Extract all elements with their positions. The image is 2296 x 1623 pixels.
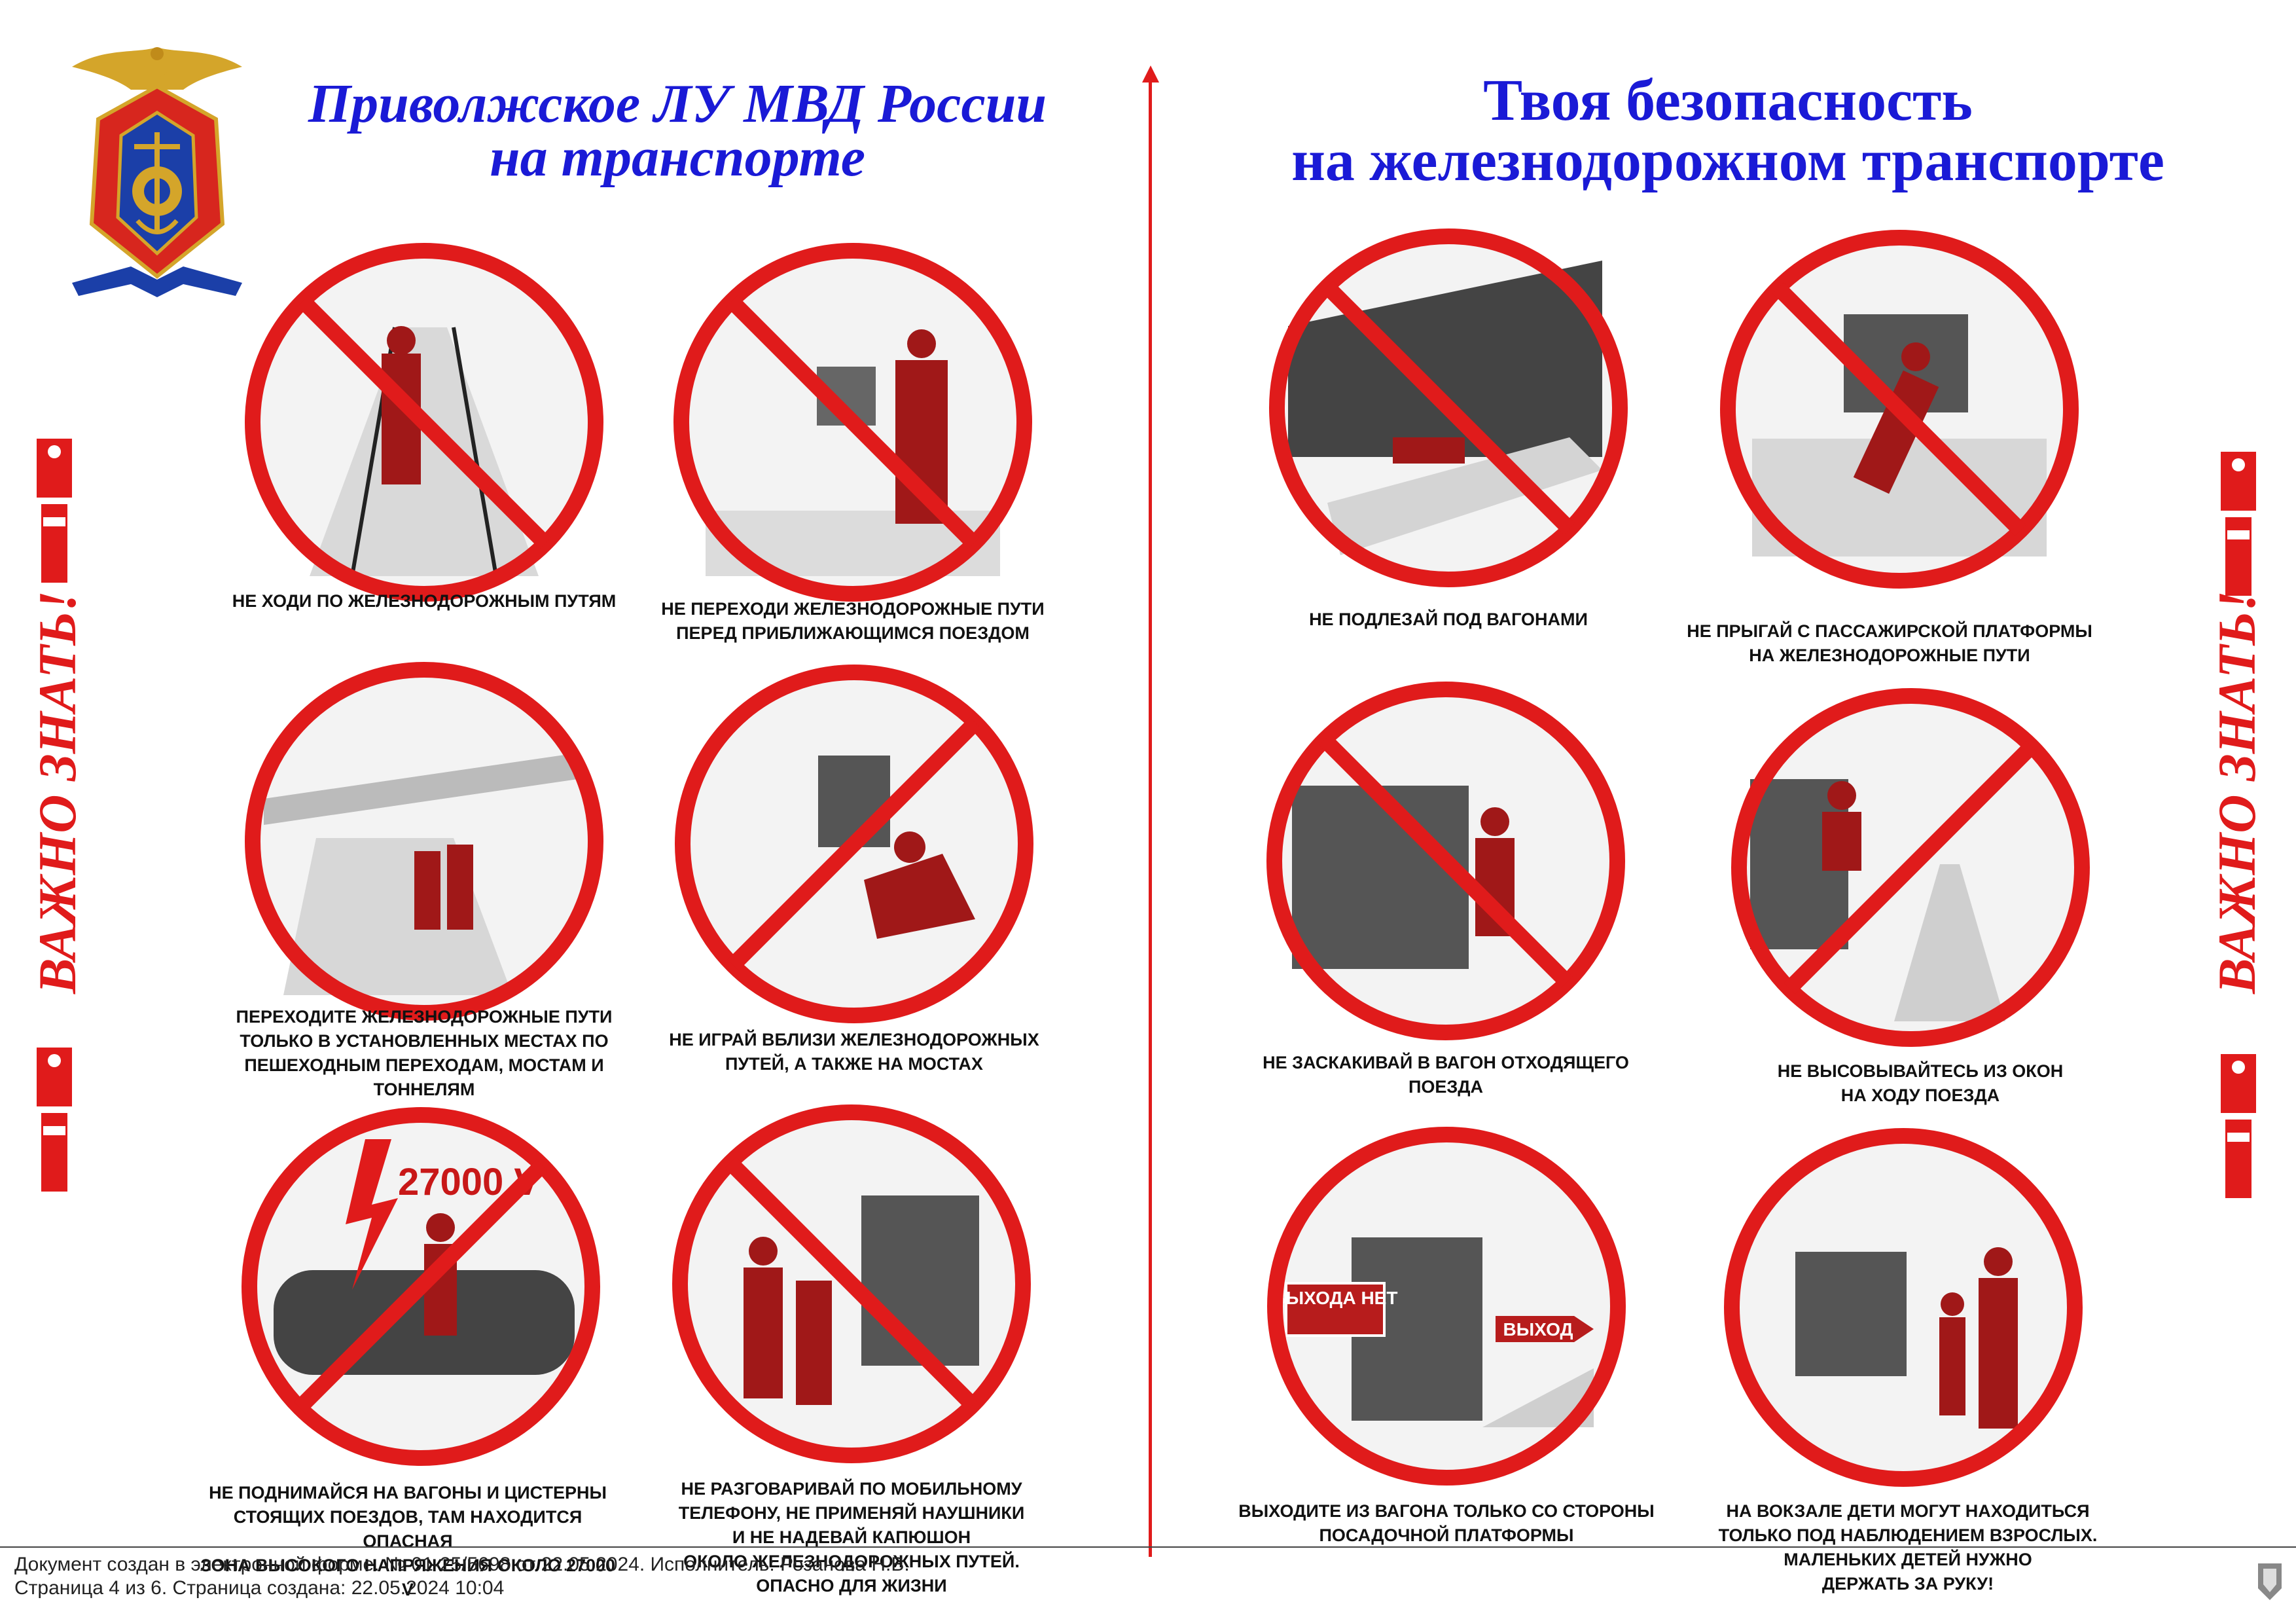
caption-line: ЗОНА ВЫСОКОГО НАПРЯЖЕНИЯ ОКОЛО 27000 V bbox=[200, 1556, 616, 1599]
organization-title-line2: на транспорте bbox=[489, 127, 865, 188]
children-playing-icon bbox=[864, 854, 975, 939]
sign-caption: НЕ ХОДИ ПО ЖЕЛЕЗНОДОРОЖНЫМ ПУТЯМ bbox=[215, 589, 634, 613]
eagle-emblem bbox=[72, 47, 242, 90]
caption-line: НА ВОКЗАЛЕ ДЕТИ МОГУТ НАХОДИТЬСЯ bbox=[1726, 1501, 2090, 1521]
sign-caption: НЕ ПОДНИМАЙСЯ НА ВАГОНЫ И ЦИСТЕРНЫ СТОЯЩ… bbox=[198, 1481, 617, 1602]
prohibition-sign-jump-into-departing-train bbox=[1266, 682, 1625, 1040]
prohibition-sign-climb-wagons: 27000 V bbox=[242, 1107, 600, 1466]
prohibition-sign-phone-headphones bbox=[672, 1104, 1031, 1463]
leaning-figure-icon bbox=[1822, 812, 1861, 871]
prohibition-sign-walk-on-tracks bbox=[245, 243, 603, 602]
sign-caption: ВЫХОДИТЕ ИЗ ВАГОНА ТОЛЬКО СО СТОРОНЫ ПОС… bbox=[1237, 1499, 1656, 1548]
sign-use-crossings bbox=[245, 662, 603, 1021]
pedestrian-figure-icon bbox=[414, 851, 440, 930]
caption-line: ПОСАДОЧНОЙ ПЛАТФОРМЫ bbox=[1319, 1525, 1574, 1545]
sign-caption: НЕ ПРЫГАЙ С ПАССАЖИРСКОЙ ПЛАТФОРМЫ НА ЖЕ… bbox=[1680, 619, 2099, 668]
anchor-icon bbox=[154, 132, 160, 230]
poster-title: Твоя безопасность на железнодорожном тра… bbox=[1172, 71, 2284, 191]
prohibition-sign-jump-from-platform bbox=[1720, 230, 2079, 589]
child-figure-icon bbox=[1939, 1317, 1965, 1415]
adult-figure-icon bbox=[1979, 1278, 2018, 1429]
sign-caption: НЕ ИГРАЙ ВБЛИЗИ ЖЕЛЕЗНОДОРОЖНЫХ ПУТЕЙ, А… bbox=[645, 1028, 1064, 1076]
caption-line: ДЕРЖАТЬ ЗА РУКУ! bbox=[1821, 1574, 1994, 1594]
sign-supervise-children bbox=[1724, 1128, 2083, 1487]
sign-caption: НЕ ПОДЛЕЗАЙ ПОД ВАГОНАМИ bbox=[1239, 608, 1658, 632]
footer-line1: Документ создан в электронной форме. № 0… bbox=[14, 1554, 910, 1575]
poster-title-line1: Твоя безопасность bbox=[1483, 68, 1973, 133]
caption-line: НЕ ИГРАЙ ВБЛИЗИ ЖЕЛЕЗНОДОРОЖНЫХ bbox=[669, 1030, 1039, 1049]
caption-line: НЕ ПЕРЕХОДИ ЖЕЛЕЗНОДОРОЖНЫЕ ПУТИ bbox=[661, 599, 1045, 619]
sign-caption: ПЕРЕХОДИТЕ ЖЕЛЕЗНОДОРОЖНЫЕ ПУТИ ТОЛЬКО В… bbox=[215, 1005, 634, 1102]
caption-line: ПЕРЕХОДИТЕ ЖЕЛЕЗНОДОРОЖНЫЕ ПУТИ bbox=[236, 1007, 613, 1027]
caption-line: ТОЛЬКО В УСТАНОВЛЕННЫХ МЕСТАХ ПО bbox=[240, 1031, 609, 1051]
caption-line: НЕ ПОДНИМАЙСЯ НА ВАГОНЫ И ЦИСТЕРНЫ bbox=[209, 1483, 607, 1503]
caption-line: НА ЖЕЛЕЗНОДОРОЖНЫЕ ПУТИ bbox=[1749, 646, 2030, 665]
train-icon bbox=[2221, 452, 2256, 596]
motto-ribbon bbox=[72, 266, 242, 297]
document-footer: Документ создан в электронной форме. № 0… bbox=[14, 1553, 910, 1600]
train-icon bbox=[37, 1048, 72, 1192]
jumping-figure-icon bbox=[1853, 370, 1939, 494]
caption-line: ОКОЛО ЖЕЛЕЗНОДОРОЖНЫХ ПУТЕЙ. bbox=[683, 1552, 1020, 1571]
caption-line: НА ХОДУ ПОЕЗДА bbox=[1840, 1085, 2000, 1105]
no-exit-label: ВЫХОДА НЕТ bbox=[1273, 1288, 1398, 1308]
caption-line: И НЕ НАДЕВАЙ КАПЮШОН bbox=[732, 1527, 971, 1547]
sign-caption: НЕ ЗАСКАКИВАЙ В ВАГОН ОТХОДЯЩЕГО ПОЕЗДА bbox=[1236, 1051, 1655, 1099]
caption-line: ВЫХОДИТЕ ИЗ ВАГОНА ТОЛЬКО СО СТОРОНЫ bbox=[1238, 1501, 1655, 1521]
caption-line: ПОЕЗДА bbox=[1408, 1077, 1484, 1097]
caption-line: ТОЛЬКО ПОД НАБЛЮДЕНИЕМ ВЗРОСЛЫХ. bbox=[1718, 1525, 2098, 1545]
train-icon bbox=[37, 439, 72, 583]
sign-caption: НА ВОКЗАЛЕ ДЕТИ МОГУТ НАХОДИТЬСЯ ТОЛЬКО … bbox=[1698, 1499, 2117, 1596]
caption-line: ТЕЛЕФОНУ, НЕ ПРИМЕНЯЙ НАУШНИКИ bbox=[678, 1503, 1025, 1523]
prohibition-sign-cross-before-train bbox=[673, 243, 1032, 602]
caption-line: НЕ ПОДЛЕЗАЙ ПОД ВАГОНАМИ bbox=[1309, 610, 1588, 629]
sign-caption: НЕ ВЫСОВЫВАЙТЕСЬ ИЗ ОКОН НА ХОДУ ПОЕЗДА bbox=[1711, 1059, 2130, 1108]
pedestrian-figure-icon bbox=[744, 1267, 783, 1398]
sign-caption: НЕ ПЕРЕХОДИ ЖЕЛЕЗНОДОРОЖНЫЕ ПУТИ ПЕРЕД П… bbox=[643, 597, 1062, 646]
caption-line: НЕ ХОДИ ПО ЖЕЛЕЗНОДОРОЖНЫМ ПУТЯМ bbox=[232, 591, 617, 611]
caption-line: НЕ ЗАСКАКИВАЙ В ВАГОН ОТХОДЯЩЕГО bbox=[1263, 1053, 1629, 1072]
crawling-figure-icon bbox=[1393, 437, 1465, 464]
caption-line: ПУТЕЙ, А ТАКЖЕ НА МОСТАХ bbox=[725, 1054, 983, 1074]
organization-title: Приволжское ЛУ МВД России на транспорте bbox=[223, 77, 1132, 185]
caption-line: ОПАСНО ДЛЯ ЖИЗНИ bbox=[756, 1576, 947, 1596]
prohibition-sign-play-near-tracks bbox=[675, 665, 1033, 1023]
footer-line2: Страница 4 из 6. Страница создана: 22.05… bbox=[14, 1577, 505, 1599]
footer-divider bbox=[0, 1546, 2296, 1548]
organization-title-line1: Приволжское ЛУ МВД России bbox=[308, 73, 1047, 134]
caption-line: ТОННЕЛЯМ bbox=[373, 1080, 475, 1099]
no-exit-sign bbox=[1285, 1282, 1386, 1337]
sign-exit-platform-side: ВЫХОДА НЕТ ВЫХОД bbox=[1267, 1127, 1626, 1486]
prohibition-sign-lean-out-window bbox=[1731, 688, 2090, 1047]
caption-line: НЕ ВЫСОВЫВАЙТЕСЬ ИЗ ОКОН bbox=[1777, 1061, 2064, 1081]
lightning-icon bbox=[346, 1139, 398, 1290]
prohibition-sign-crawl-under-wagons bbox=[1269, 228, 1628, 587]
train-icon bbox=[2221, 1054, 2256, 1198]
exit-label: ВЫХОД bbox=[1503, 1319, 1573, 1340]
caption-line: НЕ ПРЫГАЙ С ПАССАЖИРСКОЙ ПЛАТФОРМЫ bbox=[1687, 621, 2092, 641]
sign-caption: НЕ РАЗГОВАРИВАЙ ПО МОБИЛЬНОМУ ТЕЛЕФОНУ, … bbox=[642, 1477, 1061, 1598]
exit-arrow-icon bbox=[1496, 1316, 1594, 1342]
center-divider bbox=[1149, 77, 1152, 1557]
regional-emblem-icon bbox=[2258, 1563, 2282, 1600]
caption-line: НЕ РАЗГОВАРИВАЙ ПО МОБИЛЬНОМУ bbox=[681, 1479, 1022, 1499]
poster-title-line2: на железнодорожном транспорте bbox=[1291, 128, 2164, 193]
caption-line: МАЛЕНЬКИХ ДЕТЕЙ НУЖНО bbox=[1784, 1550, 2032, 1569]
caption-line: ПЕШЕХОДНЫМ ПЕРЕХОДАМ, МОСТАМ И bbox=[244, 1055, 604, 1075]
mvd-transport-crest bbox=[72, 47, 242, 297]
caption-line: СТОЯЩИХ ПОЕЗДОВ, ТАМ НАХОДИТСЯ ОПАСНАЯ bbox=[233, 1507, 583, 1551]
caption-line: ПЕРЕД ПРИБЛИЖАЮЩИМСЯ ПОЕЗДОМ bbox=[676, 623, 1030, 643]
